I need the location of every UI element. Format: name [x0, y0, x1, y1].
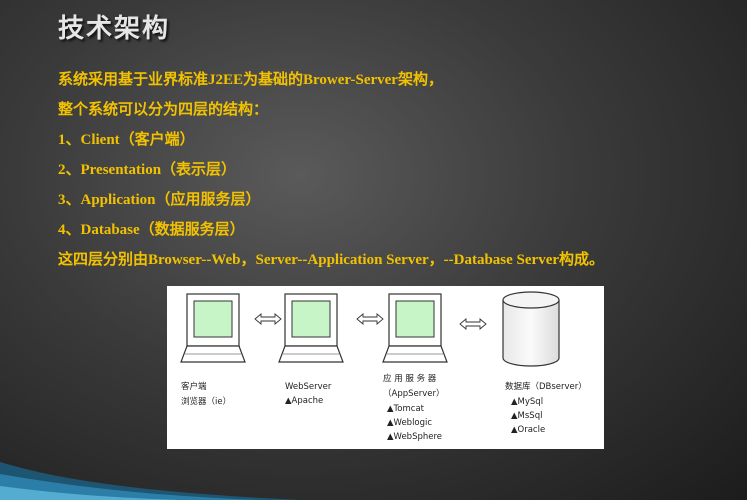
architecture-diagram-graphic — [180, 291, 560, 367]
layer-presentation: 2、Presentation（表示层） — [58, 162, 237, 178]
app-item-weblogic: ▲Weblogic — [387, 418, 433, 428]
client-label-1: 客户端 — [181, 382, 207, 392]
webserver-computer-icon — [278, 293, 344, 363]
intro-line: 系统采用基于业界标准J2EE为基础的Brower-Server架构， — [58, 72, 443, 88]
layer-database: 4、Database（数据服务层） — [58, 222, 245, 238]
double-arrow-icon — [254, 313, 282, 325]
db-item-mssql: ▲MsSql — [511, 411, 543, 421]
client-label-2: 浏览器（ie） — [181, 397, 232, 407]
app-item-tomcat: ▲Tomcat — [387, 404, 424, 414]
database-cylinder-icon — [502, 291, 560, 367]
architecture-diagram: 客户端 浏览器（ie） WebServer ▲Apache 应 用 服 务 器 … — [167, 286, 604, 449]
slide-title: 技术架构 — [58, 14, 171, 44]
db-label: 数据库（DBserver） — [505, 382, 587, 392]
summary-line: 这四层分别由Browser--Web，Server--Application S… — [58, 252, 605, 268]
layer-application: 3、Application（应用服务层） — [58, 192, 261, 208]
double-arrow-icon — [459, 318, 487, 330]
client-computer-icon — [180, 293, 246, 363]
app-item-websphere: ▲WebSphere — [387, 432, 443, 442]
appserver-computer-icon — [382, 293, 448, 363]
db-item-oracle: ▲Oracle — [511, 425, 546, 435]
db-item-mysql: ▲MySql — [511, 397, 544, 407]
app-label-2: （AppServer） — [383, 389, 445, 399]
web-label-1: WebServer — [285, 382, 332, 392]
double-arrow-icon — [356, 313, 384, 325]
app-label-1: 应 用 服 务 器 — [383, 374, 437, 384]
layer-client: 1、Client（客户端） — [58, 132, 195, 148]
web-label-2: ▲Apache — [285, 396, 324, 406]
decorative-swoosh — [0, 462, 300, 500]
structure-line: 整个系统可以分为四层的结构： — [58, 102, 269, 118]
